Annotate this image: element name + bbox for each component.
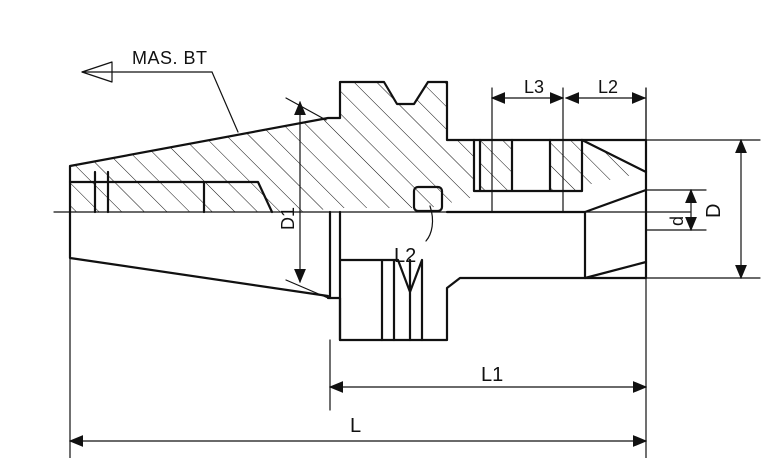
hatched-right-cone <box>582 140 646 186</box>
d1-label: D1 <box>278 207 298 230</box>
dimension-lines <box>68 87 761 458</box>
leaders-and-arrows <box>81 61 434 242</box>
center-shank <box>445 188 648 280</box>
hatched-tool-body-left <box>70 118 340 212</box>
mas-bt-arrow <box>81 61 113 83</box>
outline-group <box>53 80 691 342</box>
hatched-collet-band-2 <box>550 140 582 191</box>
l2-center-label: L2 <box>394 245 416 267</box>
leader-d1-top <box>285 97 327 121</box>
inner-center-slot <box>328 210 424 342</box>
d-label: D <box>703 204 725 218</box>
l-label: L <box>350 415 361 437</box>
mas-bt-label: MAS. BT <box>132 48 208 68</box>
hatched-flange-section <box>340 82 474 208</box>
mas-bt-diagonal-leader <box>211 71 239 133</box>
l3-label: L3 <box>524 77 544 97</box>
text-labels: MAS. BT L3 L2 L2 L1 L D d D1 <box>132 48 725 437</box>
l1-label: L1 <box>481 364 503 386</box>
center-notch <box>412 185 444 213</box>
leader-d1-bottom <box>285 279 329 299</box>
small-d-label: d <box>667 216 687 226</box>
inner-left-step <box>68 170 274 214</box>
hatched-collet-band-1 <box>480 140 512 191</box>
l2-top-label: L2 <box>598 77 618 97</box>
small-arrow-l2-center <box>425 205 434 242</box>
hatch-areas <box>70 82 646 212</box>
right-upper-grooves <box>472 138 648 193</box>
